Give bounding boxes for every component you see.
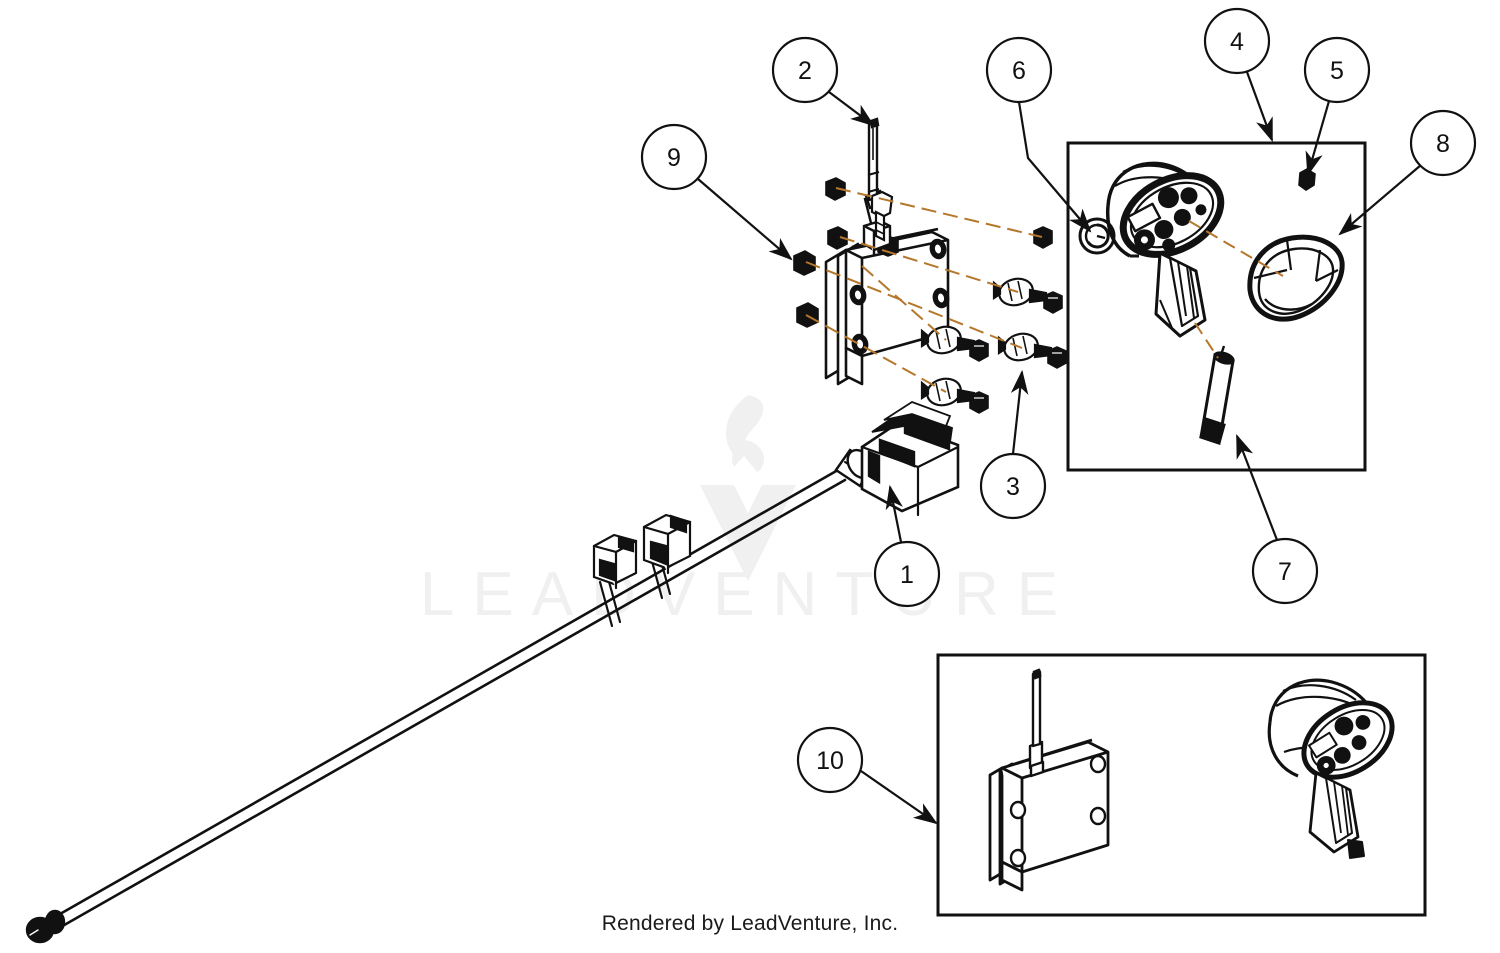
leader-10 — [860, 770, 938, 825]
callout-bubble-7[interactable]: 7 — [1251, 537, 1319, 605]
callout-label-9: 9 — [667, 144, 681, 172]
battery — [1199, 345, 1235, 445]
grommet — [827, 226, 848, 250]
leader-8 — [1338, 164, 1422, 236]
nut — [969, 391, 989, 414]
battery-cover — [1247, 234, 1345, 322]
callout-label-7: 7 — [1278, 558, 1292, 586]
callout-label-3: 3 — [1006, 473, 1020, 501]
callout-bubble-5[interactable]: 5 — [1303, 36, 1371, 104]
leader-3 — [1010, 369, 1029, 455]
complete-kit-panel — [936, 653, 1427, 917]
screw — [870, 190, 894, 242]
leader-5 — [1305, 100, 1331, 177]
panel-assembly-lines — [1188, 220, 1284, 359]
callout-label-2: 2 — [798, 57, 812, 85]
nut — [1047, 346, 1067, 369]
callout-label-8: 8 — [1436, 130, 1450, 158]
kit-receiver-box — [988, 668, 1110, 892]
leader-2 — [828, 91, 875, 127]
watermark: LEADVENTURE — [420, 395, 1076, 629]
callout-label-1: 1 — [900, 561, 914, 589]
callout-bubble-4[interactable]: 4 — [1203, 7, 1271, 75]
leader-6 — [1017, 101, 1092, 233]
callout-label-5: 5 — [1330, 57, 1344, 85]
nut — [1033, 226, 1053, 249]
leader-1 — [885, 484, 903, 543]
nut — [969, 339, 989, 362]
watermark-label: LEADVENTURE — [420, 560, 1076, 629]
leader-9 — [697, 178, 793, 261]
nut — [1043, 291, 1063, 314]
remote-transmitter — [1105, 161, 1225, 338]
leader-7 — [1235, 433, 1279, 541]
leader-lines — [697, 71, 1422, 825]
callout-label-4: 4 — [1230, 28, 1244, 56]
leader-4 — [1245, 71, 1274, 143]
render-credit: Rendered by LeadVenture, Inc. — [601, 912, 899, 935]
inline-connector-small — [592, 533, 638, 590]
assembly-axis-lines — [805, 187, 1043, 393]
callout-label-6: 6 — [1012, 57, 1026, 85]
callout-bubble-6[interactable]: 6 — [985, 36, 1053, 104]
callout-bubble-2[interactable]: 2 — [771, 36, 839, 104]
grommet — [793, 250, 816, 276]
grommet-group — [793, 177, 1067, 414]
callout-bubble-10[interactable]: 10 — [796, 726, 864, 794]
grommet — [825, 177, 846, 201]
callout-label-10: 10 — [816, 747, 844, 775]
key-ring — [1078, 217, 1116, 255]
inline-connector-small-2 — [642, 513, 692, 575]
callout-bubble-1[interactable]: 1 — [873, 540, 941, 608]
remote-kit-panel — [1066, 141, 1367, 472]
callout-bubble-9[interactable]: 9 — [640, 123, 708, 191]
callout-bubble-8[interactable]: 8 — [1409, 109, 1477, 177]
callout-group: 1 2 3 4 5 6 7 8 — [640, 7, 1477, 794]
kit-remote-transmitter — [1267, 678, 1395, 859]
mounting-hole — [849, 238, 950, 355]
callout-bubble-3[interactable]: 3 — [979, 452, 1047, 520]
cable-end-tip — [25, 909, 66, 944]
